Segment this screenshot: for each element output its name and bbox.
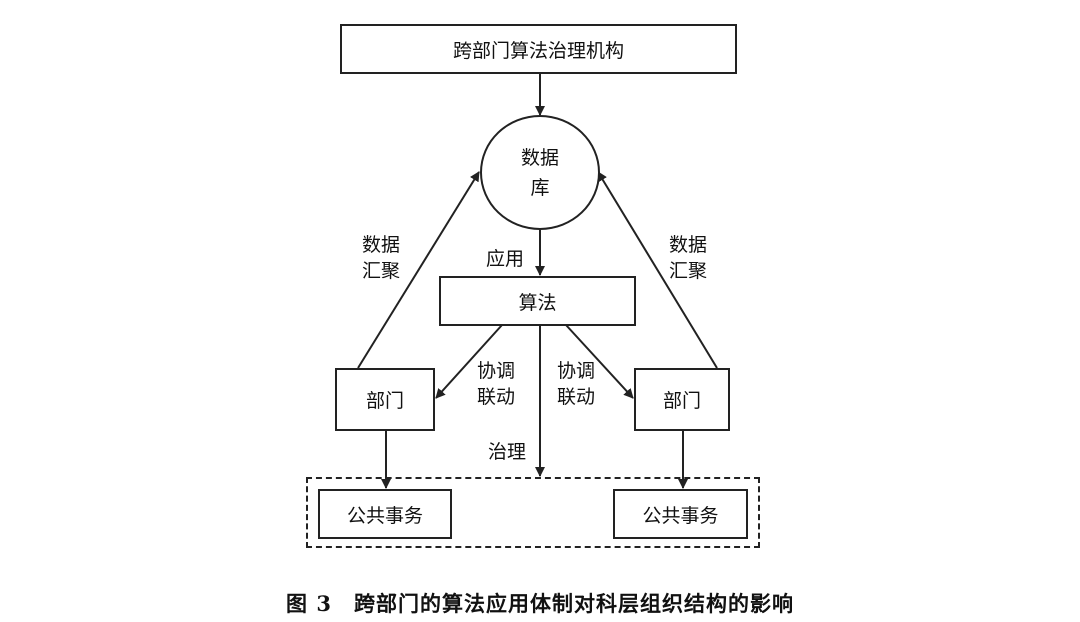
- governance-agency-label: 跨部门算法治理机构: [452, 39, 624, 62]
- database-node: 数据 库: [480, 115, 600, 230]
- edge-label-govern: 治理: [488, 441, 527, 463]
- database-label-line2: 库: [530, 176, 550, 199]
- figure-title: 跨部门的算法应用体制对科层组织结构的影响: [353, 591, 794, 616]
- database-label-line1: 数据: [520, 146, 559, 169]
- public-affairs-box-left: 公共事务: [318, 489, 452, 539]
- public-affairs-left-label: 公共事务: [346, 504, 423, 527]
- public-affairs-container: [306, 477, 760, 548]
- department-right-label: 部门: [662, 390, 701, 412]
- figure-caption: 图 3 跨部门的算法应用体制对科层组织结构的影响: [0, 588, 1080, 618]
- edge-label-data-collect-right: 数据 汇聚: [669, 234, 708, 282]
- arrow-algorithm-to-right-department: [565, 324, 634, 399]
- department-box-right: 部门: [634, 368, 730, 431]
- edge-label-coordinate-right: 协调 联动: [557, 360, 596, 408]
- edge-label-coordinate-left: 协调 联动: [477, 360, 516, 408]
- edge-label-apply: 应用: [486, 248, 525, 270]
- governance-agency-box: 跨部门算法治理机构: [340, 24, 737, 74]
- arrow-left-department-to-database: [357, 171, 480, 369]
- figure-number: 图 3: [286, 591, 332, 616]
- department-left-label: 部门: [365, 390, 404, 412]
- edge-label-data-collect-left: 数据 汇聚: [362, 234, 401, 282]
- public-affairs-right-label: 公共事务: [642, 504, 719, 527]
- department-box-left: 部门: [335, 368, 435, 431]
- public-affairs-box-right: 公共事务: [613, 489, 748, 539]
- arrow-algorithm-to-left-department: [435, 324, 503, 399]
- algorithm-label: 算法: [518, 291, 557, 314]
- algorithm-box: 算法: [439, 276, 636, 326]
- arrow-right-department-to-database: [597, 171, 718, 369]
